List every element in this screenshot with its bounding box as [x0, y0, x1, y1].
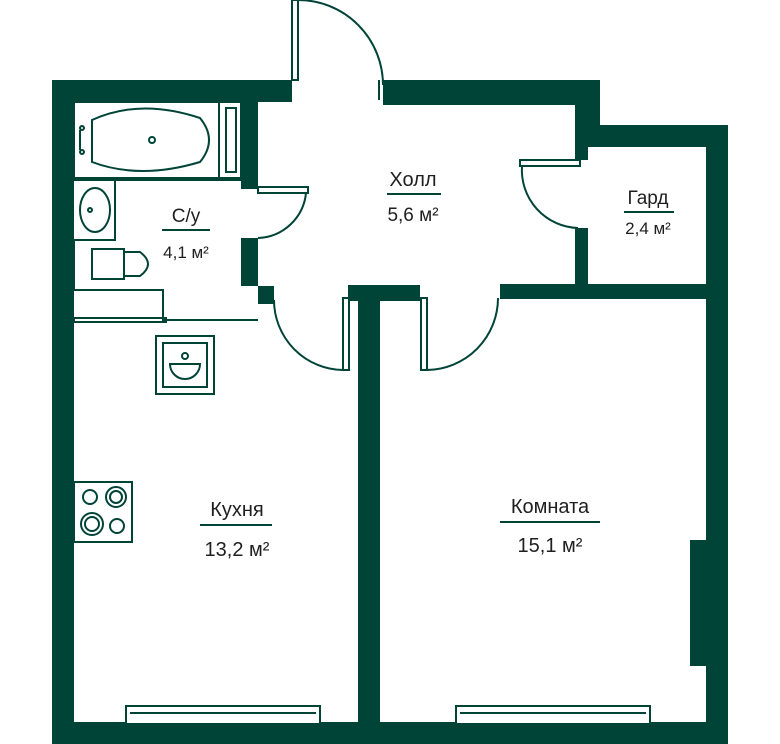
kitchen-window	[125, 705, 321, 725]
outer-wall-top-middle	[383, 80, 600, 105]
bathroom-door-swing	[257, 192, 307, 239]
fixtures	[73, 101, 220, 543]
wall-bathroom-hall-lower	[241, 238, 258, 286]
wall-stub-hall-kitchen	[258, 286, 274, 304]
kitchen-area: 13,2 м²	[205, 539, 270, 561]
toilet-icon	[91, 248, 149, 280]
windows	[125, 705, 651, 725]
bathroom-door-leaf	[257, 186, 309, 194]
bath-niche-right	[218, 101, 242, 179]
bath-niche-inner	[225, 107, 237, 173]
wall-column-right	[690, 540, 708, 666]
bath-sink-icon	[79, 187, 111, 233]
walls	[52, 80, 728, 744]
room-door-swing	[426, 297, 499, 371]
wall-wardrobe-left-lower	[575, 228, 588, 298]
room-area: 15,1 м²	[518, 535, 583, 557]
kitchen-door-leaf	[342, 297, 350, 371]
wall-wardrobe-bottom	[500, 284, 728, 299]
room-door-leaf	[420, 297, 428, 371]
thin-partitions	[73, 101, 258, 323]
outer-wall-bottom	[52, 722, 728, 744]
bath-to-kitchen-wall	[74, 289, 258, 321]
bathtub-icon	[73, 101, 220, 179]
room-name: Комната	[511, 496, 590, 518]
kitchen-hall-line	[73, 317, 167, 323]
wall-bathroom-hall-upper	[241, 100, 258, 189]
kitchen-door-swing	[273, 299, 344, 371]
wardrobe-area: 2,4 м²	[625, 219, 671, 238]
room-labels: Холл 5,6 м² Гард 2,4 м² С/у 4,1 м² Кухня…	[162, 169, 674, 561]
wall-wardrobe-left-upper	[575, 105, 588, 160]
bathroom-area: 4,1 м²	[163, 243, 209, 262]
stove-icon	[73, 481, 133, 543]
doors	[257, 0, 581, 371]
wardrobe-name: Гард	[627, 188, 668, 209]
outer-wall-left	[52, 80, 74, 744]
bath-sink-niche	[74, 179, 116, 241]
kitchen-sink-icon	[155, 335, 215, 395]
room-window	[455, 705, 651, 725]
outer-wall-top-left	[52, 80, 292, 102]
entrance-door-leaf	[291, 0, 299, 81]
hall-area: 5,6 м²	[387, 205, 438, 226]
wall-kitchen-room-column	[358, 538, 380, 723]
bathroom-name: С/у	[172, 206, 201, 227]
entrance-door-swing	[297, 0, 384, 86]
wardrobe-door-leaf	[519, 159, 581, 167]
kitchen-name: Кухня	[210, 499, 264, 521]
hall-name: Холл	[389, 169, 436, 191]
outer-wall-right	[706, 125, 728, 744]
wardrobe-door-swing	[520, 165, 579, 229]
outer-wall-top-right	[578, 125, 728, 147]
